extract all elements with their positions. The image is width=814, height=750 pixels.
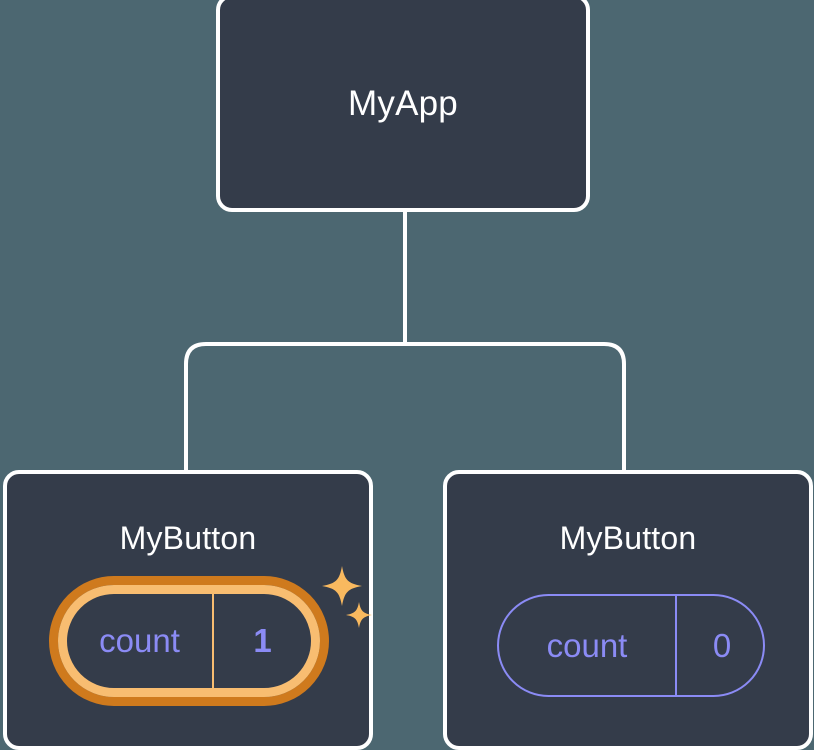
state-pill-count-1[interactable]: count 1 [49,576,329,706]
highlight-ring-icon [58,585,320,697]
node-mybutton-left[interactable]: MyButton count 1 [3,470,373,750]
state-key-right: count [546,626,628,664]
node-myapp-label: MyApp [348,84,458,123]
sparkle-small-icon [346,602,372,628]
state-pill-right-wrapper: count 0 [497,594,765,697]
state-pill-left-content: count 1 [67,594,311,688]
state-key-left: count [99,622,180,659]
node-myapp[interactable]: MyApp [216,0,590,212]
connector-branch-bus [184,342,626,470]
state-value-left: 1 [212,594,311,688]
state-pill-count-0[interactable]: count 0 [497,594,765,697]
component-tree-diagram: MyApp MyButton count 1 MyButton count 0 [3,0,813,750]
node-mybutton-left-label: MyButton [119,520,257,556]
state-value-right: 0 [675,596,767,695]
node-mybutton-right-label: MyButton [559,520,697,556]
state-pill-left-wrapper: count 1 [49,576,329,706]
node-mybutton-right[interactable]: MyButton count 0 [443,470,813,750]
